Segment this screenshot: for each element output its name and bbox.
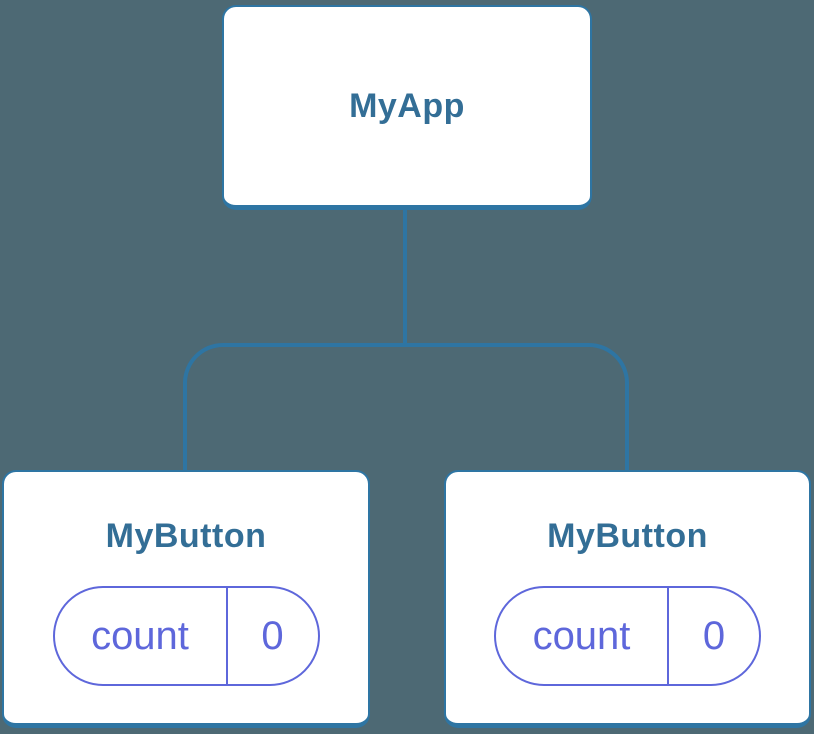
state-key-label: count xyxy=(496,588,669,684)
tree-node-mybutton-left: MyButton count 0 xyxy=(2,470,370,728)
connector-branch xyxy=(183,343,629,470)
state-pill-right: count 0 xyxy=(494,586,761,686)
node-label-myapp: MyApp xyxy=(349,86,465,125)
state-value: 0 xyxy=(702,613,726,658)
tree-node-myapp: MyApp xyxy=(222,5,592,210)
state-value: 0 xyxy=(261,613,284,658)
tree-node-mybutton-right: MyButton count 0 xyxy=(444,470,811,728)
state-key-label: count xyxy=(55,588,228,684)
node-label-mybutton-left: MyButton xyxy=(105,517,267,555)
connector-stem xyxy=(403,208,407,347)
state-pill-left: count 0 xyxy=(52,586,320,686)
node-label-mybutton-right: MyButton xyxy=(547,517,708,555)
